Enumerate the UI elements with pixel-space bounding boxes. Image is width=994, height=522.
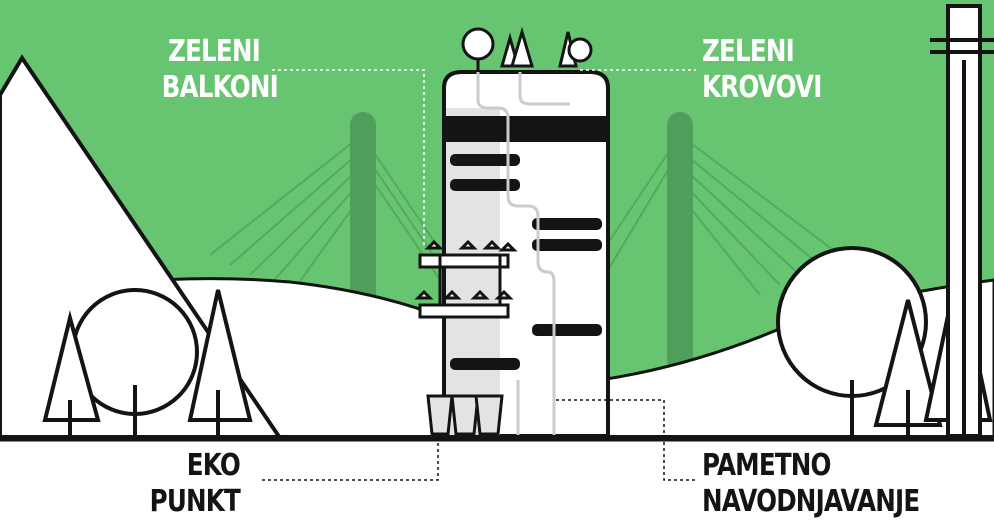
- label-green-roofs-line1: ZELENI: [702, 34, 795, 69]
- label-green-balconies-line2: BALKONI: [161, 70, 279, 105]
- eco-point-bins: [426, 394, 504, 436]
- tree-group-left: [42, 288, 253, 438]
- balcony-plants: [414, 239, 518, 300]
- label-eco-point-line1: EKO: [186, 448, 241, 483]
- leader-green-balconies: [272, 69, 425, 248]
- roof-trees: [461, 26, 593, 72]
- leader-lines: [262, 69, 696, 481]
- bridge-pylon-left: [350, 112, 376, 332]
- window-slots: [450, 154, 602, 370]
- label-green-balconies-line1: ZELENI: [168, 34, 261, 69]
- label-smart-irrigation-line1: PAMETNO: [702, 448, 831, 483]
- leader-eco-point: [262, 436, 439, 481]
- irrigation-pipes: [476, 72, 570, 436]
- label-smart-irrigation-line2: NAVODNJAVANJE: [702, 484, 920, 519]
- label-eco-point: EKO PUNKT: [142, 448, 241, 520]
- roof-band: [444, 116, 608, 142]
- label-green-roofs: ZELENI KROVOVI: [702, 34, 822, 106]
- edge-tower: [930, 4, 994, 438]
- label-green-balconies: ZELENI BALKONI: [161, 34, 279, 106]
- label-smart-irrigation: PAMETNO NAVODNJAVANJE: [702, 448, 920, 520]
- bridge-pylon-right: [667, 112, 693, 372]
- eco-building: [414, 26, 610, 438]
- label-green-roofs-line2: KROVOVI: [702, 70, 822, 105]
- leader-smart-irrigation: [556, 399, 696, 481]
- green-balconies: [414, 239, 518, 319]
- label-eco-point-line2: PUNKT: [149, 484, 241, 519]
